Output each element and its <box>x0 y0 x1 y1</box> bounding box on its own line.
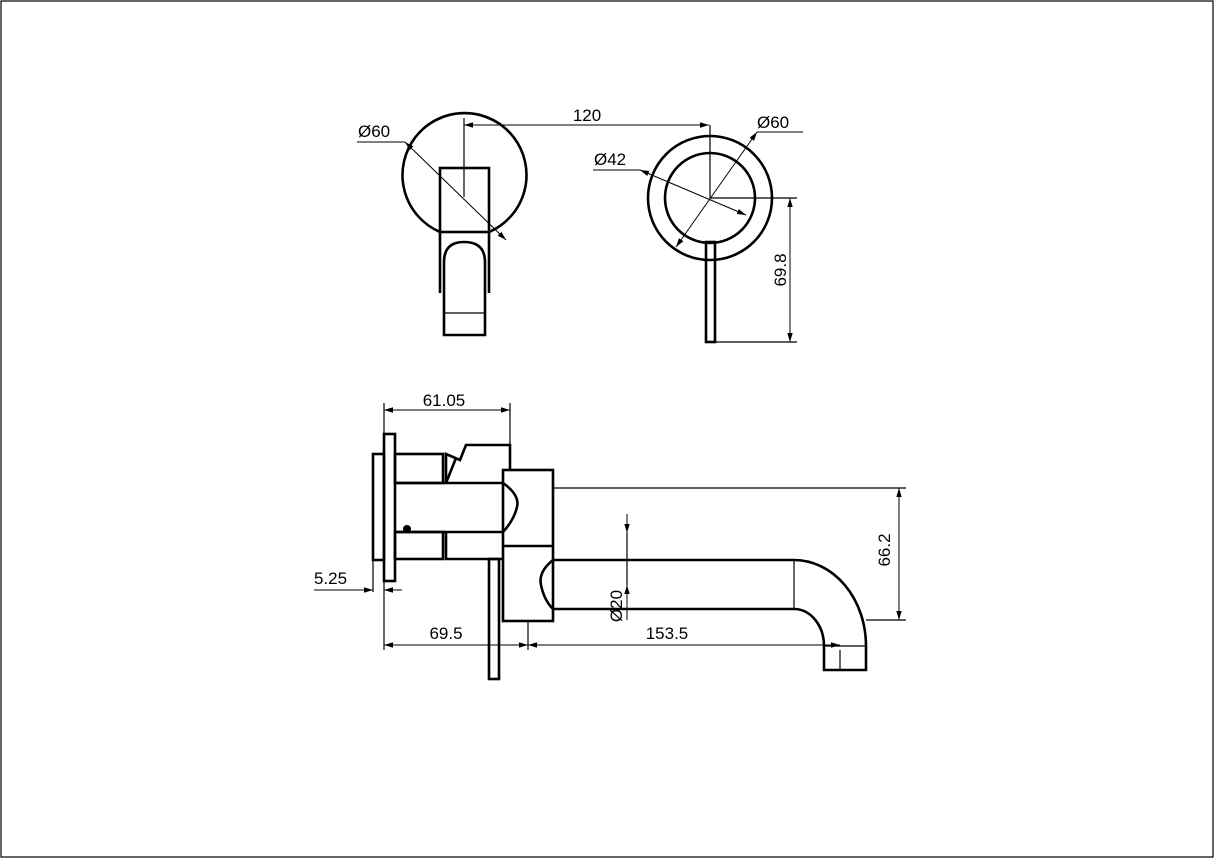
body-upper <box>393 452 445 485</box>
handle-body-sides <box>438 232 491 293</box>
front-view-handle: Ø60 <box>357 111 528 337</box>
handle-diameter-label: Ø60 <box>358 122 390 141</box>
side-view: 61.05 5.25 69.5 153.5 66.2 Ø20 <box>314 391 906 681</box>
body-bar <box>395 481 519 534</box>
diameter-leader <box>404 141 507 241</box>
spout-height-label: 66.2 <box>875 533 894 566</box>
body-lower <box>393 530 445 561</box>
spacing-label: 120 <box>573 106 601 125</box>
plate-inner-diameter-label: Ø42 <box>594 150 626 169</box>
front-view-plate: 69.8 Ø60 Ø42 <box>593 113 803 344</box>
cartridge-bottom <box>444 532 502 561</box>
side-lever <box>487 557 501 681</box>
cartridge-top <box>444 443 512 483</box>
back-flange <box>371 452 386 562</box>
wall-plate <box>382 432 397 583</box>
plate-outer-diameter-label: Ø60 <box>757 113 789 132</box>
body-depth-label: 61.05 <box>423 391 466 410</box>
grub-screw <box>403 525 411 533</box>
plate-thickness-label: 5.25 <box>314 569 347 588</box>
spout <box>553 558 868 672</box>
lever-length-label: 69.8 <box>771 253 790 286</box>
wall-to-spout-label: 69.5 <box>429 624 462 643</box>
plate-lever <box>704 240 717 344</box>
handle-lever <box>442 240 487 337</box>
spout-reach-label: 153.5 <box>646 624 689 643</box>
spout-diameter-label: Ø20 <box>607 590 626 622</box>
